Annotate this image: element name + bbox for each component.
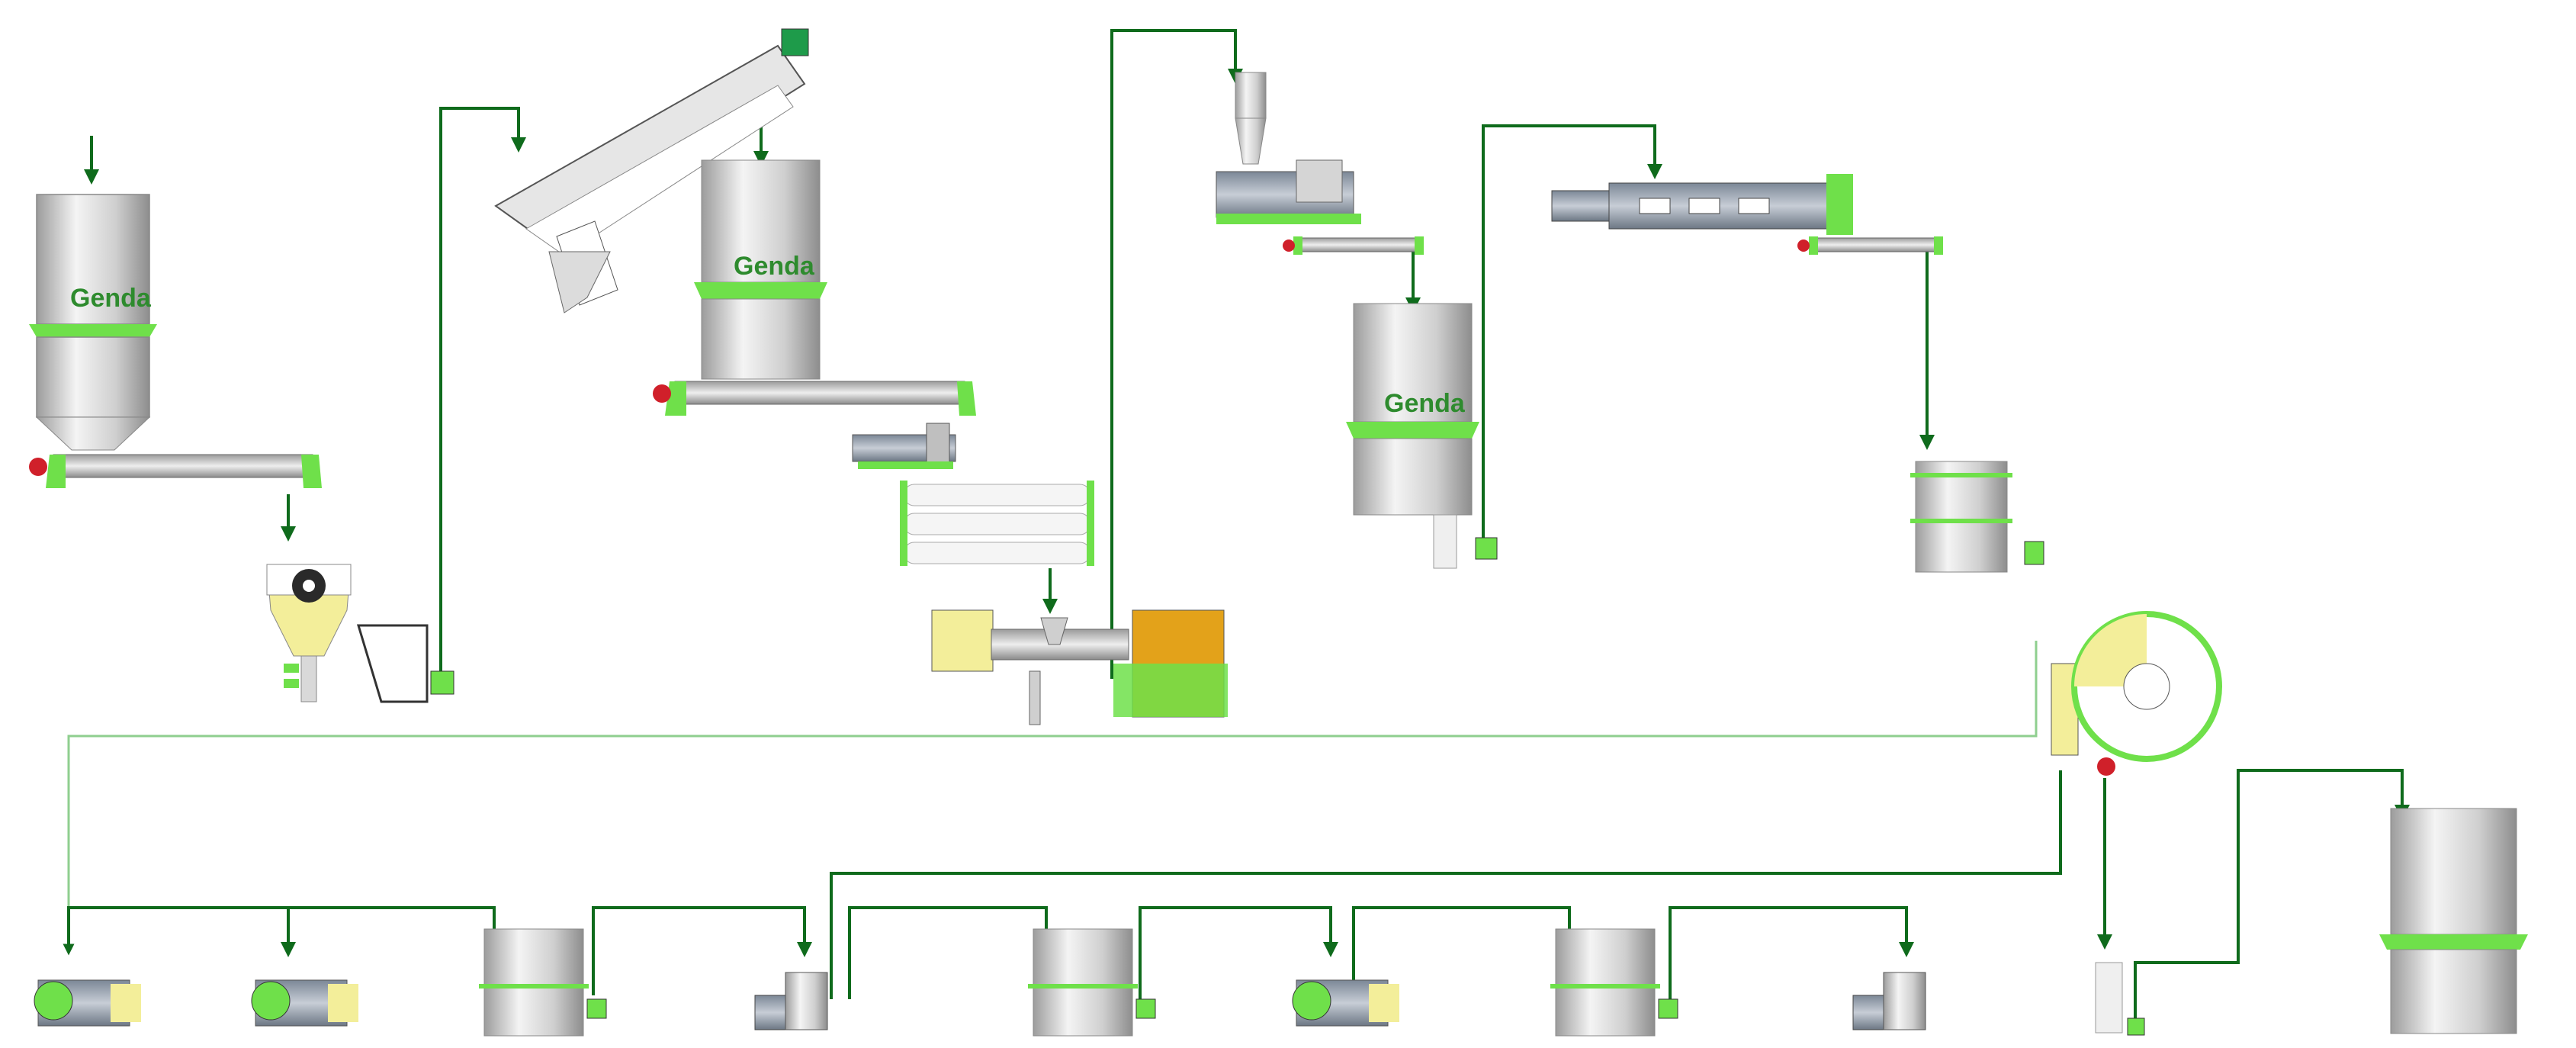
inclined-screw-screen (494, 28, 809, 313)
storage-tank-right (1910, 461, 2044, 573)
pulp-chest-1: Genda (694, 159, 827, 380)
pipe-b6 (1139, 906, 1338, 999)
pipe-b1 (67, 906, 296, 957)
pipe-return-to-bottom (63, 641, 2038, 956)
piping (63, 29, 2410, 1022)
tank-b1 (479, 928, 607, 1037)
motor-icon (1797, 239, 1810, 252)
pump-1 (430, 670, 454, 695)
pipe-b5 (848, 906, 1054, 999)
pipe-pump-to-incline-screen (439, 107, 526, 694)
screw-conveyor-2 (653, 381, 976, 416)
pipe-b8 (1669, 906, 1914, 999)
brand-label-chest-1: Genda (734, 252, 815, 281)
screw-conveyor-4 (1797, 236, 1943, 255)
mixer-1 (754, 972, 828, 1030)
screw-press (1551, 174, 1853, 235)
final-silo (2379, 808, 2528, 1034)
pipe-to-final-silo (2134, 769, 2410, 1022)
screw-pump-small (852, 423, 956, 469)
tank-b3 (1550, 928, 1678, 1037)
motor-icon (653, 384, 671, 403)
pipe-b4 (830, 770, 2062, 999)
pipe-pump-to-refiner (1482, 124, 1662, 549)
pipe-to-cyclone (1110, 29, 1243, 679)
hydrapulper (266, 564, 429, 703)
refiner-3 (1292, 979, 1399, 1027)
motor-icon (1283, 239, 1295, 252)
brand-label-chest-2: Genda (1384, 389, 1466, 418)
refiner-2 (251, 979, 358, 1027)
pipe-b3 (592, 906, 812, 995)
bottom-row-equipment (34, 928, 1926, 1037)
cleaner-bank (900, 481, 1094, 566)
cyclone-unit (1216, 72, 1361, 224)
mixer-2 (1852, 972, 1926, 1030)
pump-2 (1475, 537, 1498, 560)
press-separator (931, 609, 1228, 725)
disc-filter (2051, 611, 2222, 776)
pipe-b2 (287, 906, 502, 957)
screw-conveyor-3 (1283, 236, 1424, 255)
screw-conveyor-1 (29, 454, 322, 488)
pulp-chest-2: Genda (1346, 303, 1479, 569)
tank-b2 (1028, 928, 1156, 1037)
motor-icon (2097, 757, 2115, 776)
storage-silo-1: Genda (29, 194, 157, 451)
motor-icon (29, 458, 47, 476)
refiner-1 (34, 979, 141, 1027)
brand-label-silo-1: Genda (70, 284, 152, 313)
standpipe (2095, 962, 2145, 1036)
